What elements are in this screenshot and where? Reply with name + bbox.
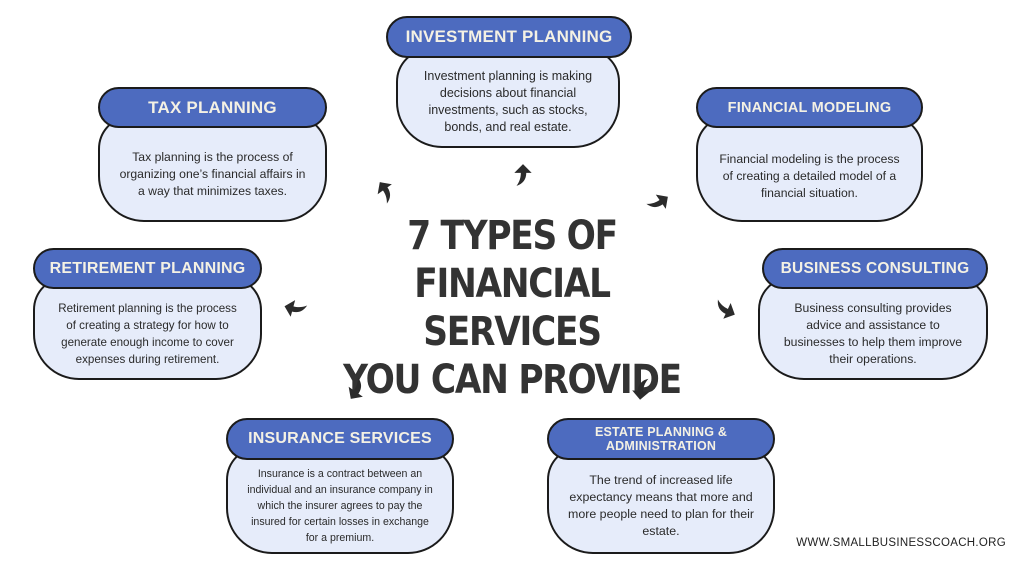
card-heading: INVESTMENT PLANNING xyxy=(386,16,632,58)
card-heading: FINANCIAL MODELING xyxy=(696,87,923,128)
card-description: Investment planning is making decisions … xyxy=(396,48,620,148)
curved-arrow-down-left-icon xyxy=(339,372,375,408)
curved-arrow-right-icon xyxy=(708,293,743,328)
card-heading: BUSINESS CONSULTING xyxy=(762,248,988,289)
card-description: Insurance is a contract between an indiv… xyxy=(226,446,454,554)
card-description: Business consulting provides advice and … xyxy=(758,276,988,380)
curved-arrow-up-left-icon xyxy=(368,173,404,209)
curved-arrow-up-right-icon xyxy=(641,185,677,221)
main-title: 7 TYPES OF FINANCIAL SERVICES YOU CAN PR… xyxy=(340,212,684,404)
title-line-1: 7 TYPES OF xyxy=(407,213,618,259)
card-description: Tax planning is the process of organizin… xyxy=(98,115,327,222)
curved-arrow-down-icon xyxy=(627,375,655,403)
card-heading: INSURANCE SERVICES xyxy=(226,418,454,460)
card-description: Financial modeling is the process of cre… xyxy=(696,115,923,222)
card-heading: TAX PLANNING xyxy=(98,87,327,128)
title-line-2: FINANCIAL SERVICES xyxy=(414,261,611,355)
card-heading: ESTATE PLANNING & ADMINISTRATION xyxy=(547,418,775,460)
curved-arrow-up-icon xyxy=(510,162,536,188)
title-line-3: YOU CAN PROVIDE xyxy=(343,357,682,403)
card-heading: RETIREMENT PLANNING xyxy=(33,248,262,289)
card-description: The trend of increased life expectancy m… xyxy=(547,446,775,554)
website-url: WWW.SMALLBUSINESSCOACH.ORG xyxy=(796,537,1006,549)
card-description: Retirement planning is the process of cr… xyxy=(33,276,262,380)
curved-arrow-left-icon xyxy=(279,293,311,325)
